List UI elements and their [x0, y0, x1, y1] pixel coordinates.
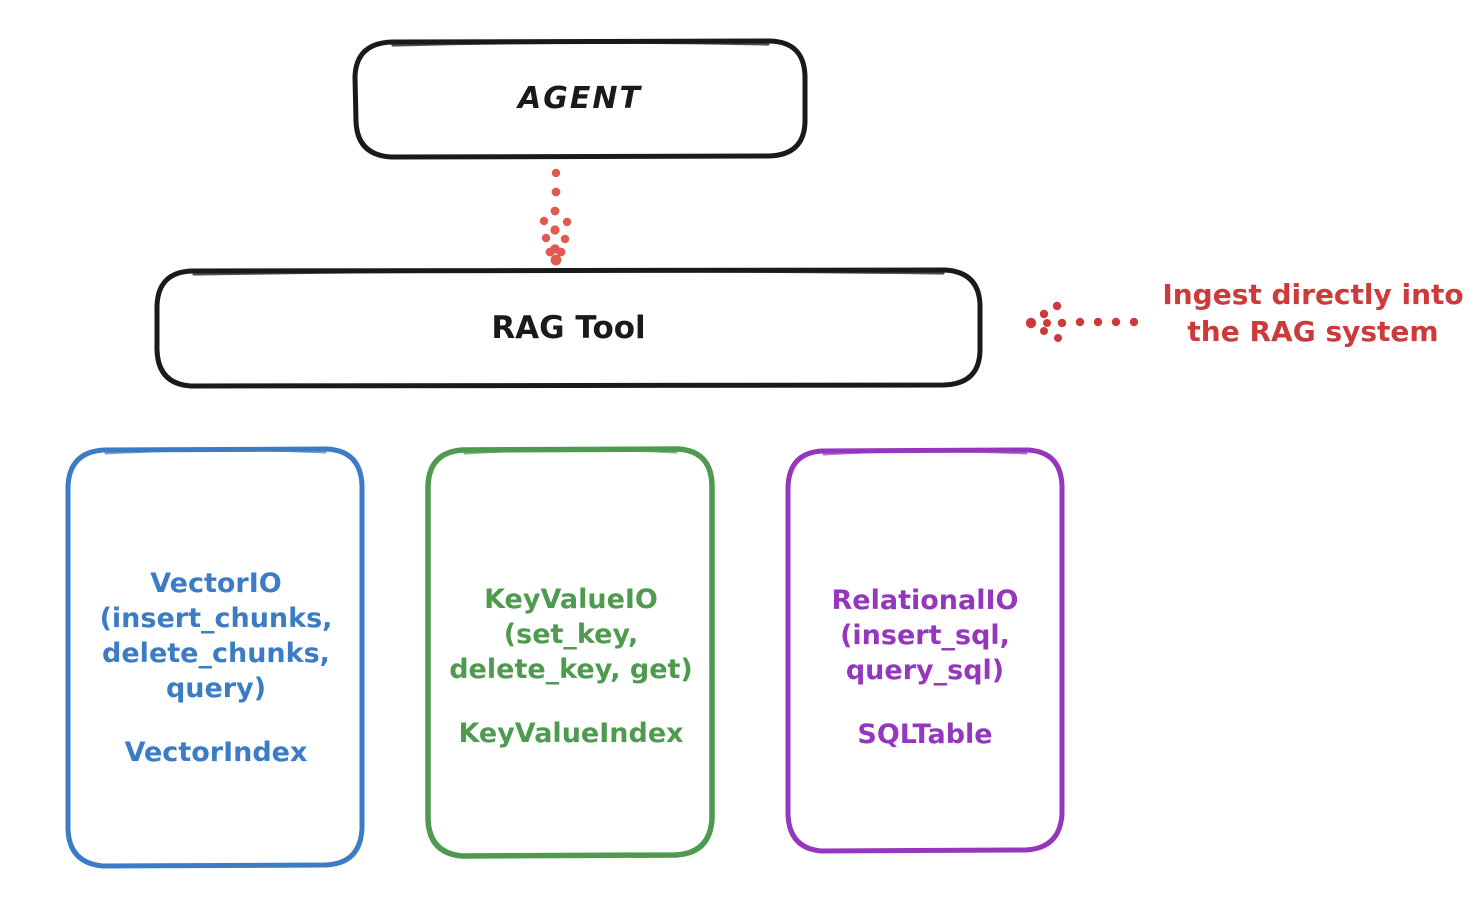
key-value-io-box[interactable] — [425, 446, 715, 859]
agent-box[interactable] — [352, 38, 808, 160]
vector-io-box[interactable] — [65, 446, 365, 869]
relational-io-box[interactable] — [785, 447, 1065, 854]
rag-tool-box[interactable] — [154, 267, 983, 389]
note-to-rag-arrow — [1025, 301, 1139, 342]
agent-to-rag-arrow — [539, 168, 572, 266]
